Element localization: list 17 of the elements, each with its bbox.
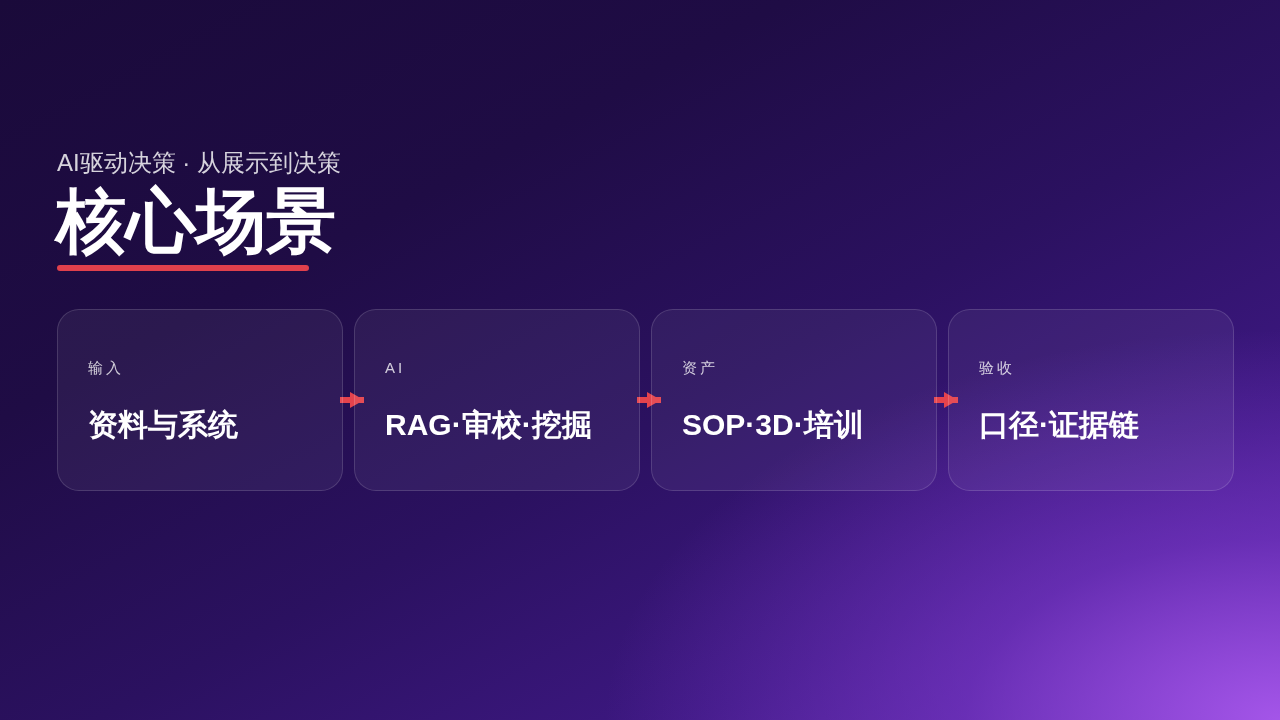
card-text: 口径·证据链	[979, 407, 1139, 443]
arrow	[934, 392, 958, 408]
card-heading: AI	[385, 359, 406, 377]
stage-card	[57, 309, 343, 491]
arrow	[637, 392, 661, 408]
stage-card	[651, 309, 937, 491]
card-text: 资料与系统	[88, 407, 238, 443]
stage-card	[354, 309, 640, 491]
card-heading: 输入	[88, 359, 124, 377]
stage-card	[948, 309, 1234, 491]
arrow	[340, 392, 364, 408]
subtitle: AI驱动决策 · 从展示到决策	[57, 148, 341, 178]
title: 核心场景	[56, 184, 336, 258]
card-text: RAG·审校·挖掘	[385, 407, 592, 443]
card-heading: 验收	[979, 359, 1015, 377]
card-heading: 资产	[682, 359, 718, 377]
card-text: SOP·3D·培训	[682, 407, 864, 443]
